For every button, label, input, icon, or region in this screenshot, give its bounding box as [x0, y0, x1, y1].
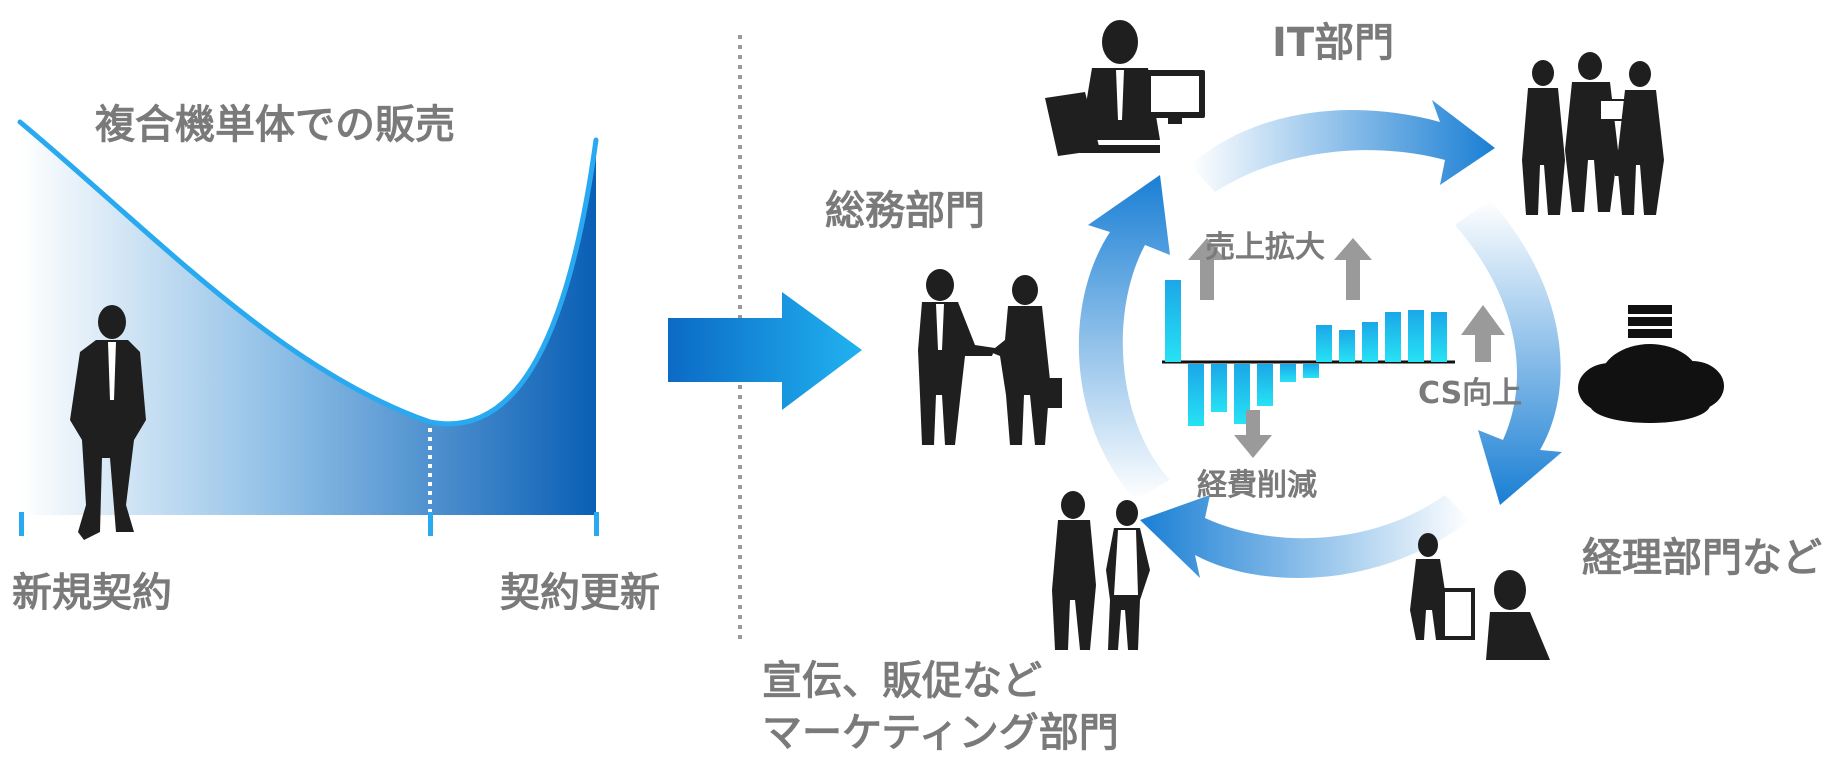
bar: [1234, 364, 1250, 424]
bar: [1303, 364, 1319, 378]
big-transition-arrow-icon: [668, 292, 862, 410]
businessman-silhouette-icon: [70, 305, 146, 540]
axis-tick-start: [19, 512, 24, 536]
effect-cost-down-label: 経費削減: [1197, 468, 1317, 503]
bar: [1431, 312, 1447, 362]
up-arrow-icon: [1188, 238, 1226, 300]
dept-it-label: IT部門: [1272, 20, 1395, 66]
bar: [1339, 330, 1355, 362]
down-arrow-icon: [1234, 410, 1272, 458]
cycle-arrow-top: [1190, 100, 1495, 192]
circular-cycle-arrows: [1078, 100, 1562, 578]
cycle-arrow-right: [1455, 200, 1562, 505]
bar: [1165, 280, 1181, 362]
business-team-silhouette-icon: [1522, 52, 1664, 215]
cycle-arrow-bottom: [1140, 495, 1470, 578]
curve-line: [17, 119, 599, 427]
dept-marketing-label-line2: マーケティング部門: [762, 710, 1119, 756]
bar: [1408, 310, 1424, 362]
effect-sales-up-label: 売上拡大: [1205, 230, 1325, 265]
bar: [1211, 364, 1227, 412]
dept-general-affairs-label: 総務部門: [825, 188, 985, 234]
axis-tick-end: [594, 512, 599, 536]
bar: [1316, 325, 1332, 362]
up-arrow-icon: [1334, 238, 1372, 300]
dept-accounting-label: 経理部門など: [1582, 535, 1822, 581]
effect-cs-up-label: CS向上: [1418, 376, 1523, 411]
contract-renewal-label: 契約更新: [500, 570, 660, 616]
lifecycle-curve-chart: [17, 119, 599, 536]
bar: [1188, 364, 1204, 426]
bar: [1280, 364, 1296, 382]
bar: [1385, 312, 1401, 362]
it-worker-silhouette-icon: [1045, 20, 1205, 156]
up-arrow-icon: [1461, 305, 1505, 362]
bar: [1362, 322, 1378, 362]
new-contract-label: 新規契約: [12, 570, 172, 616]
accounting-workers-silhouette-icon: [1410, 533, 1550, 660]
center-effect-bars: [1162, 280, 1455, 426]
bar: [1257, 364, 1273, 406]
left-panel-title: 複合機単体での販売: [95, 102, 455, 148]
cycle-arrow-left: [1078, 175, 1170, 500]
cloud-server-icon: [1578, 305, 1724, 423]
dept-marketing-label-line1: 宣伝、販促など: [762, 658, 1042, 704]
handshake-silhouette-icon: [918, 269, 1062, 445]
axis-tick-mid: [428, 512, 433, 536]
curve-area-fill: [20, 122, 596, 515]
marketing-team-silhouette-icon: [1052, 491, 1150, 650]
